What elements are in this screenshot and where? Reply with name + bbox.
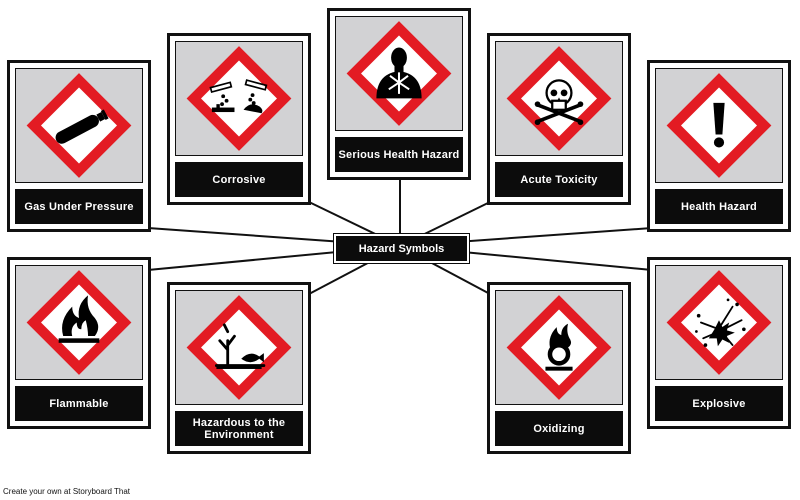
card-label: Gas Under Pressure [15, 189, 143, 224]
exploding-bomb-icon [666, 270, 772, 375]
flame-icon [26, 270, 132, 375]
health-hazard-icon [346, 21, 452, 126]
card-label: Health Hazard [655, 189, 783, 224]
card-oxidizing: Oxidizing [487, 282, 631, 454]
environment-icon [186, 295, 292, 400]
card-label: Flammable [15, 386, 143, 421]
card-corrosive: Corrosive [167, 33, 311, 205]
gas-cylinder-icon [26, 73, 132, 178]
card-acute-toxicity: Acute Toxicity [487, 33, 631, 205]
flame-over-circle-icon [506, 295, 612, 400]
card-hazardous-environment: Hazardous to the Environment [167, 282, 311, 454]
card-label: Acute Toxicity [495, 162, 623, 197]
card-label: Oxidizing [495, 411, 623, 446]
card-label: Corrosive [175, 162, 303, 197]
footer-credit: Create your own at Storyboard That [3, 487, 131, 496]
card-health-hazard: Health Hazard [647, 60, 791, 232]
card-label: Explosive [655, 386, 783, 421]
card-serious-health-hazard: Serious Health Hazard [327, 8, 471, 180]
exclamation-mark-icon [666, 73, 772, 178]
card-explosive: Explosive [647, 257, 791, 429]
card-label: Hazardous to the Environment [175, 411, 303, 446]
card-label: Serious Health Hazard [335, 137, 463, 172]
card-gas-under-pressure: Gas Under Pressure [7, 60, 151, 232]
center-hub-label: Hazard Symbols [333, 233, 470, 264]
corrosion-icon [186, 46, 292, 151]
card-flammable: Flammable [7, 257, 151, 429]
skull-crossbones-icon [506, 46, 612, 151]
